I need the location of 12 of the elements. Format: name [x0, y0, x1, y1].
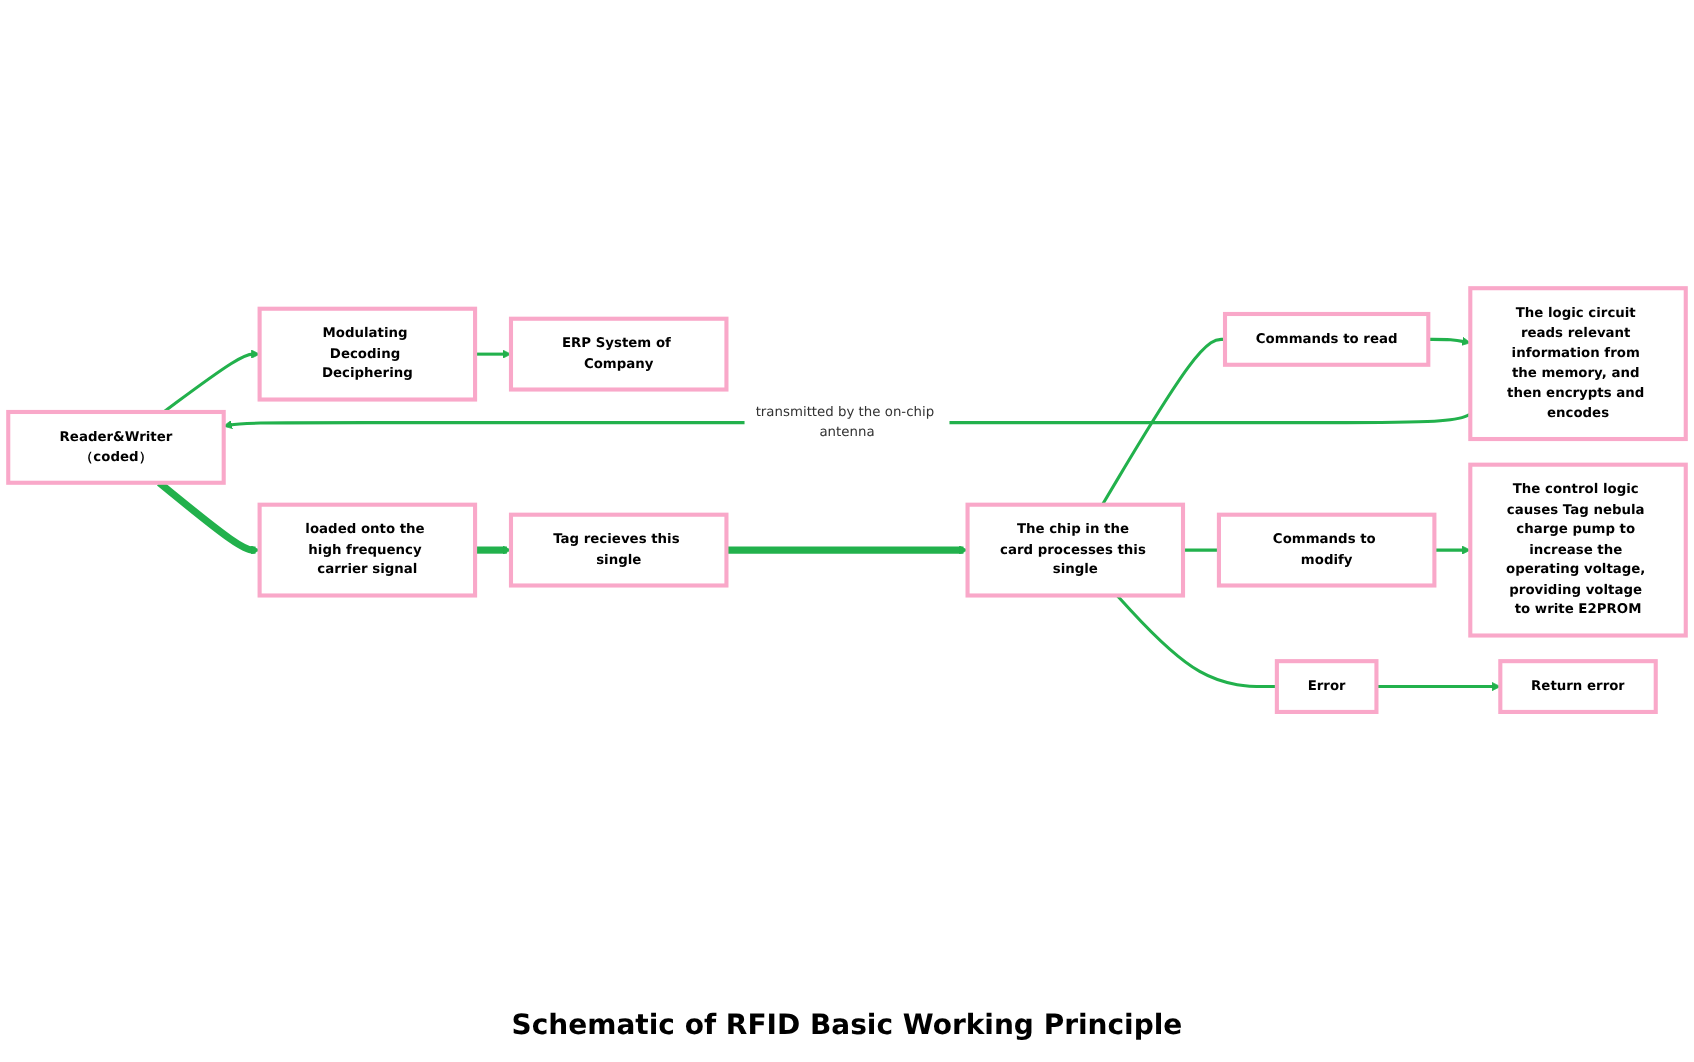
- arrow: [475, 350, 512, 360]
- connector: [1183, 549, 1219, 553]
- arrow: [162, 350, 260, 415]
- arrow: [1376, 682, 1501, 692]
- arrow: [157, 480, 260, 556]
- arrow: [1428, 337, 1471, 347]
- arrow: [474, 546, 512, 556]
- connector: [1115, 595, 1277, 689]
- diagram-caption: Schematic of RFID Basic Working Principle: [511, 1010, 1183, 1042]
- connector: [1101, 338, 1225, 507]
- arrow: [1434, 546, 1471, 556]
- arrow: [726, 546, 968, 556]
